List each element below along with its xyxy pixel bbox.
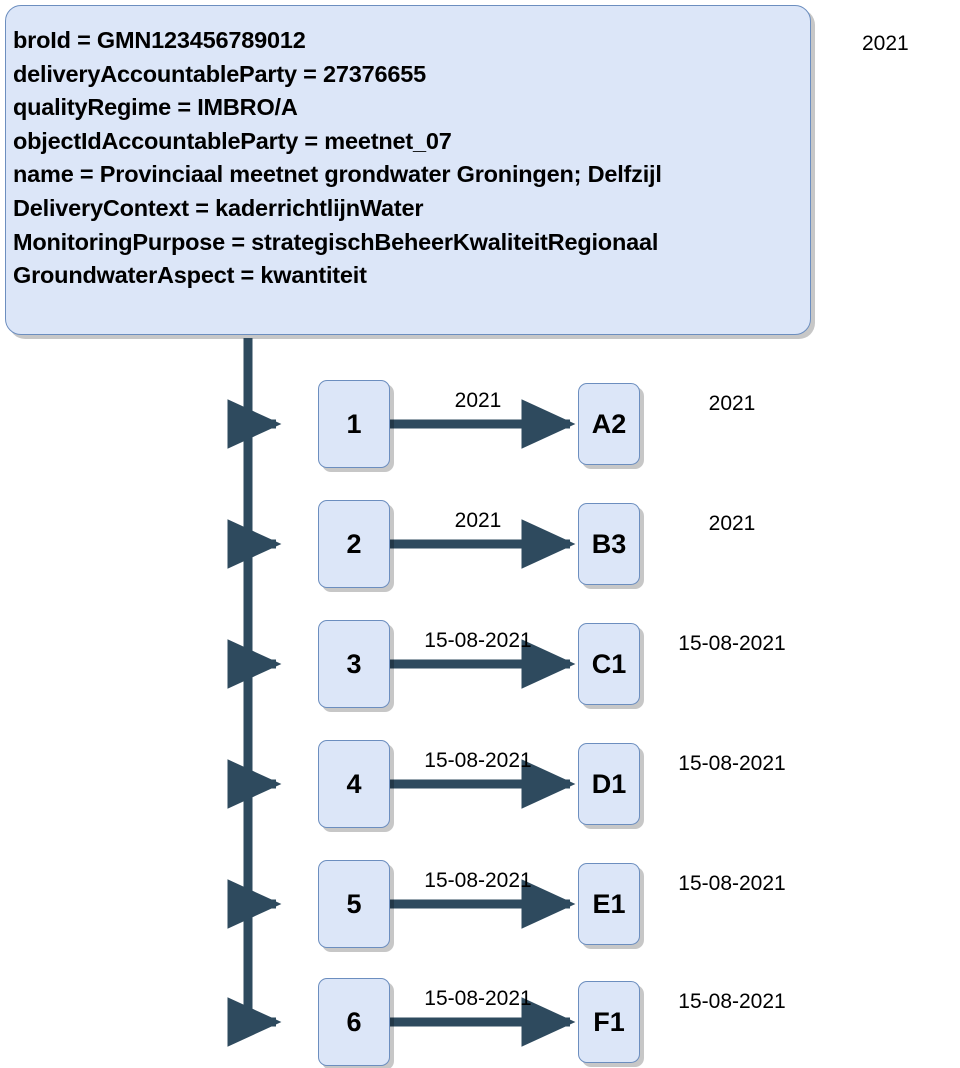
side-label-2: 2021 [708, 512, 756, 535]
header-year-label: 2021 [862, 32, 909, 55]
left-node-4[interactable]: 4 [318, 740, 390, 828]
info-line-object-id-accountable-party: objectIdAccountableParty = meetnet_07 [13, 127, 452, 154]
side-label-6: 15-08-2021 [678, 990, 786, 1013]
branch-line-2 [227, 519, 282, 569]
side-label-1: 2021 [708, 392, 756, 415]
side-label-3: 15-08-2021 [678, 632, 786, 655]
left-node-5[interactable]: 5 [318, 860, 390, 948]
edge-label-6: 15-08-2021 [424, 987, 532, 1010]
right-node-5[interactable]: E1 [578, 863, 640, 945]
info-line-broid: broId = GMN123456789012 [13, 27, 306, 53]
info-line-quality-regime: qualityRegime = IMBRO/A [13, 94, 298, 121]
right-node-2[interactable]: B3 [578, 503, 640, 585]
side-label-4: 15-08-2021 [678, 752, 786, 775]
edge-label-5: 15-08-2021 [424, 869, 532, 892]
edge-label-3: 15-08-2021 [424, 629, 532, 652]
left-node-3[interactable]: 3 [318, 620, 390, 708]
left-node-6[interactable]: 6 [318, 978, 390, 1066]
info-line-delivery-context: DeliveryContext = kaderrichtlijnWater [13, 194, 424, 221]
edge-label-4: 15-08-2021 [424, 749, 532, 772]
right-node-4[interactable]: D1 [578, 743, 640, 825]
branch-line-3 [227, 639, 282, 689]
branch-line-1 [227, 399, 282, 449]
info-line-groundwater-aspect: GroundwaterAspect = kwantiteit [13, 262, 367, 289]
edge-label-1: 2021 [454, 389, 502, 412]
gmn-info-box: broId = GMN123456789012 deliveryAccounta… [5, 5, 811, 335]
left-node-1[interactable]: 1 [318, 380, 390, 468]
right-node-6[interactable]: F1 [578, 981, 640, 1063]
info-line-delivery-accountable-party: deliveryAccountableParty = 27376655 [13, 60, 426, 87]
side-label-5: 15-08-2021 [678, 872, 786, 895]
left-node-2[interactable]: 2 [318, 500, 390, 588]
right-node-1[interactable]: A2 [578, 383, 640, 465]
branch-line-5 [227, 879, 282, 929]
branch-line-4 [227, 759, 282, 809]
trunk-line [227, 338, 282, 1047]
info-line-name: name = Provinciaal meetnet grondwater Gr… [13, 161, 662, 188]
info-line-monitoring-purpose: MonitoringPurpose = strategischBeheerKwa… [13, 228, 659, 255]
edge-label-2: 2021 [454, 509, 502, 532]
right-node-3[interactable]: C1 [578, 623, 640, 705]
